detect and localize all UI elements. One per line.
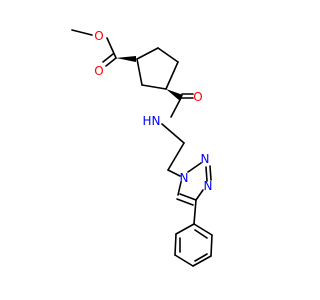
bond-ring-5-1 <box>136 58 143 86</box>
bond-ph-inner-c <box>194 229 208 239</box>
bond-n3-c4 <box>195 189 204 201</box>
bond-methyl-o <box>71 29 93 36</box>
bond-c4-c5-a <box>179 193 197 201</box>
atom-n3-triazole: N <box>204 179 213 193</box>
bond-ph-4-5 <box>192 255 212 267</box>
bond-ester-c-eq-o-b <box>102 53 114 63</box>
atom-n-amide-h-label: H <box>142 114 151 128</box>
atom-n1-triazole: N <box>180 171 189 185</box>
atom-o-ester-double: O <box>94 64 103 78</box>
atom-n-amide: H N <box>142 114 160 128</box>
bond-ester-stereo-wedge <box>116 56 136 62</box>
bond-amide-stereo-wedge <box>166 89 183 101</box>
bond-ch2-n1 <box>167 169 181 177</box>
bond-ph-1-2 <box>175 223 195 235</box>
atom-o-ester-double-label: O <box>94 64 103 78</box>
bond-n1-n2 <box>187 162 202 173</box>
bond-ring-4-5 <box>141 84 167 90</box>
atom-o-ester-single-label: O <box>94 29 103 43</box>
bond-ph-3-4 <box>174 254 194 267</box>
bond-ring-2-3 <box>157 47 179 63</box>
bond-ph-inner-b <box>194 253 208 262</box>
bond-ph-5-6 <box>210 234 213 257</box>
atom-n2-triazole-label: N <box>201 152 210 166</box>
atom-o-amide-label: O <box>193 90 202 104</box>
bond-ester-c-eq-o-a <box>105 57 117 67</box>
atom-n-amide-label: N <box>152 114 161 128</box>
atom-o-amide: O <box>193 90 202 104</box>
bond-ch2-ch2 <box>167 142 185 171</box>
bond-ph-6-1 <box>193 223 213 236</box>
bond-n2-n3-a <box>205 166 208 182</box>
atom-n1-triazole-label: N <box>180 171 189 185</box>
bond-ph-2-3 <box>174 233 177 256</box>
molecule-canvas: O O O H N N N N <box>71 29 213 267</box>
bond-o-carbonyl-c <box>106 37 117 59</box>
atom-n2-triazole: N <box>201 152 210 166</box>
atom-n3-triazole-label: N <box>204 179 213 193</box>
bond-ring-3-4 <box>165 61 179 90</box>
bond-n-ch2 <box>161 123 185 144</box>
bond-triazole-phenyl <box>193 199 197 225</box>
bond-c4-c5-b <box>176 198 194 206</box>
molecule-structure: O O O H N N N N <box>71 29 213 267</box>
bond-ring-1-2 <box>136 47 159 60</box>
bond-n2-n3-b <box>209 165 212 181</box>
bond-c5-n1 <box>177 181 182 196</box>
atom-o-ester-single: O <box>94 29 103 43</box>
bond-amide-c-n <box>170 97 182 118</box>
